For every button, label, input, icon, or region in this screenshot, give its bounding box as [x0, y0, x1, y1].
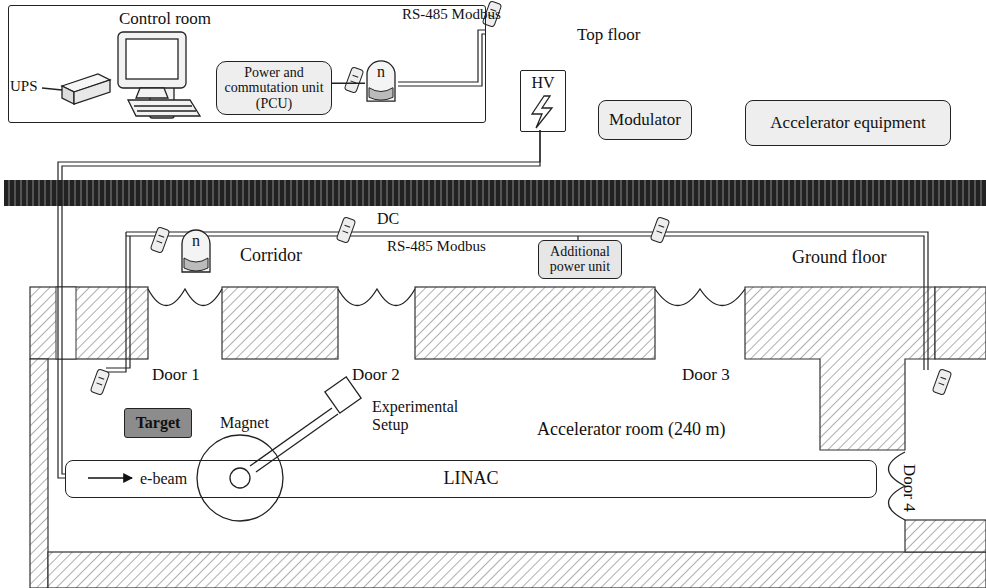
equipment-box: Control roomPower and commutation unit (… [8, 5, 486, 123]
door-label: Door 3 [680, 366, 732, 385]
walls [30, 287, 986, 588]
ups-device [42, 74, 110, 104]
text-label: RS-485 Modbus [385, 238, 488, 255]
door-label: Door 4 [899, 462, 918, 514]
text-label: RS-485 Modbus [400, 6, 503, 23]
node-text: Modulator [609, 111, 681, 130]
equipment-box: Modulator [598, 100, 692, 140]
text-label: Corridor [238, 246, 304, 266]
computer [118, 32, 200, 118]
node-text: Power and commutation unit (PCU) [222, 65, 326, 111]
node-text: Control room [119, 10, 211, 29]
node-text: Target [136, 414, 181, 432]
node-text: n [377, 63, 385, 81]
sensors [90, 1, 951, 396]
text-label: e-beam [138, 470, 189, 488]
text-label: UPS [8, 78, 40, 95]
node-text: Additional power unit [544, 244, 616, 275]
equipment-box: Accelerator equipment [745, 100, 951, 146]
detector-node: n [180, 228, 212, 274]
magnet [197, 377, 361, 521]
node-text: HV [531, 74, 554, 92]
door-label: Door 1 [150, 366, 202, 385]
equipment-box: Target [124, 408, 192, 438]
text-label: Top floor [575, 26, 643, 45]
node-text: n [192, 232, 200, 250]
node-text: LINAC [444, 469, 499, 489]
equipment-box: Additional power unit [538, 240, 622, 279]
detector-node: n [365, 59, 397, 103]
doors [148, 289, 905, 520]
node-text: Accelerator equipment [770, 114, 925, 133]
text-label: Ground floor [790, 248, 888, 268]
floor-slab [4, 180, 986, 206]
text-label: DC [375, 210, 401, 228]
text-label: Experimental Setup [370, 398, 464, 433]
door-label: Door 2 [350, 366, 402, 385]
cables [58, 30, 928, 478]
equipment-box: HV [520, 70, 566, 132]
cable-connector [332, 82, 365, 83]
lightning-symbol [532, 96, 552, 128]
text-label: Accelerator room (240 m) [535, 420, 727, 440]
equipment-box: Power and commutation unit (PCU) [216, 61, 332, 115]
text-label: Magnet [218, 414, 271, 432]
beam-arrow [88, 477, 132, 478]
